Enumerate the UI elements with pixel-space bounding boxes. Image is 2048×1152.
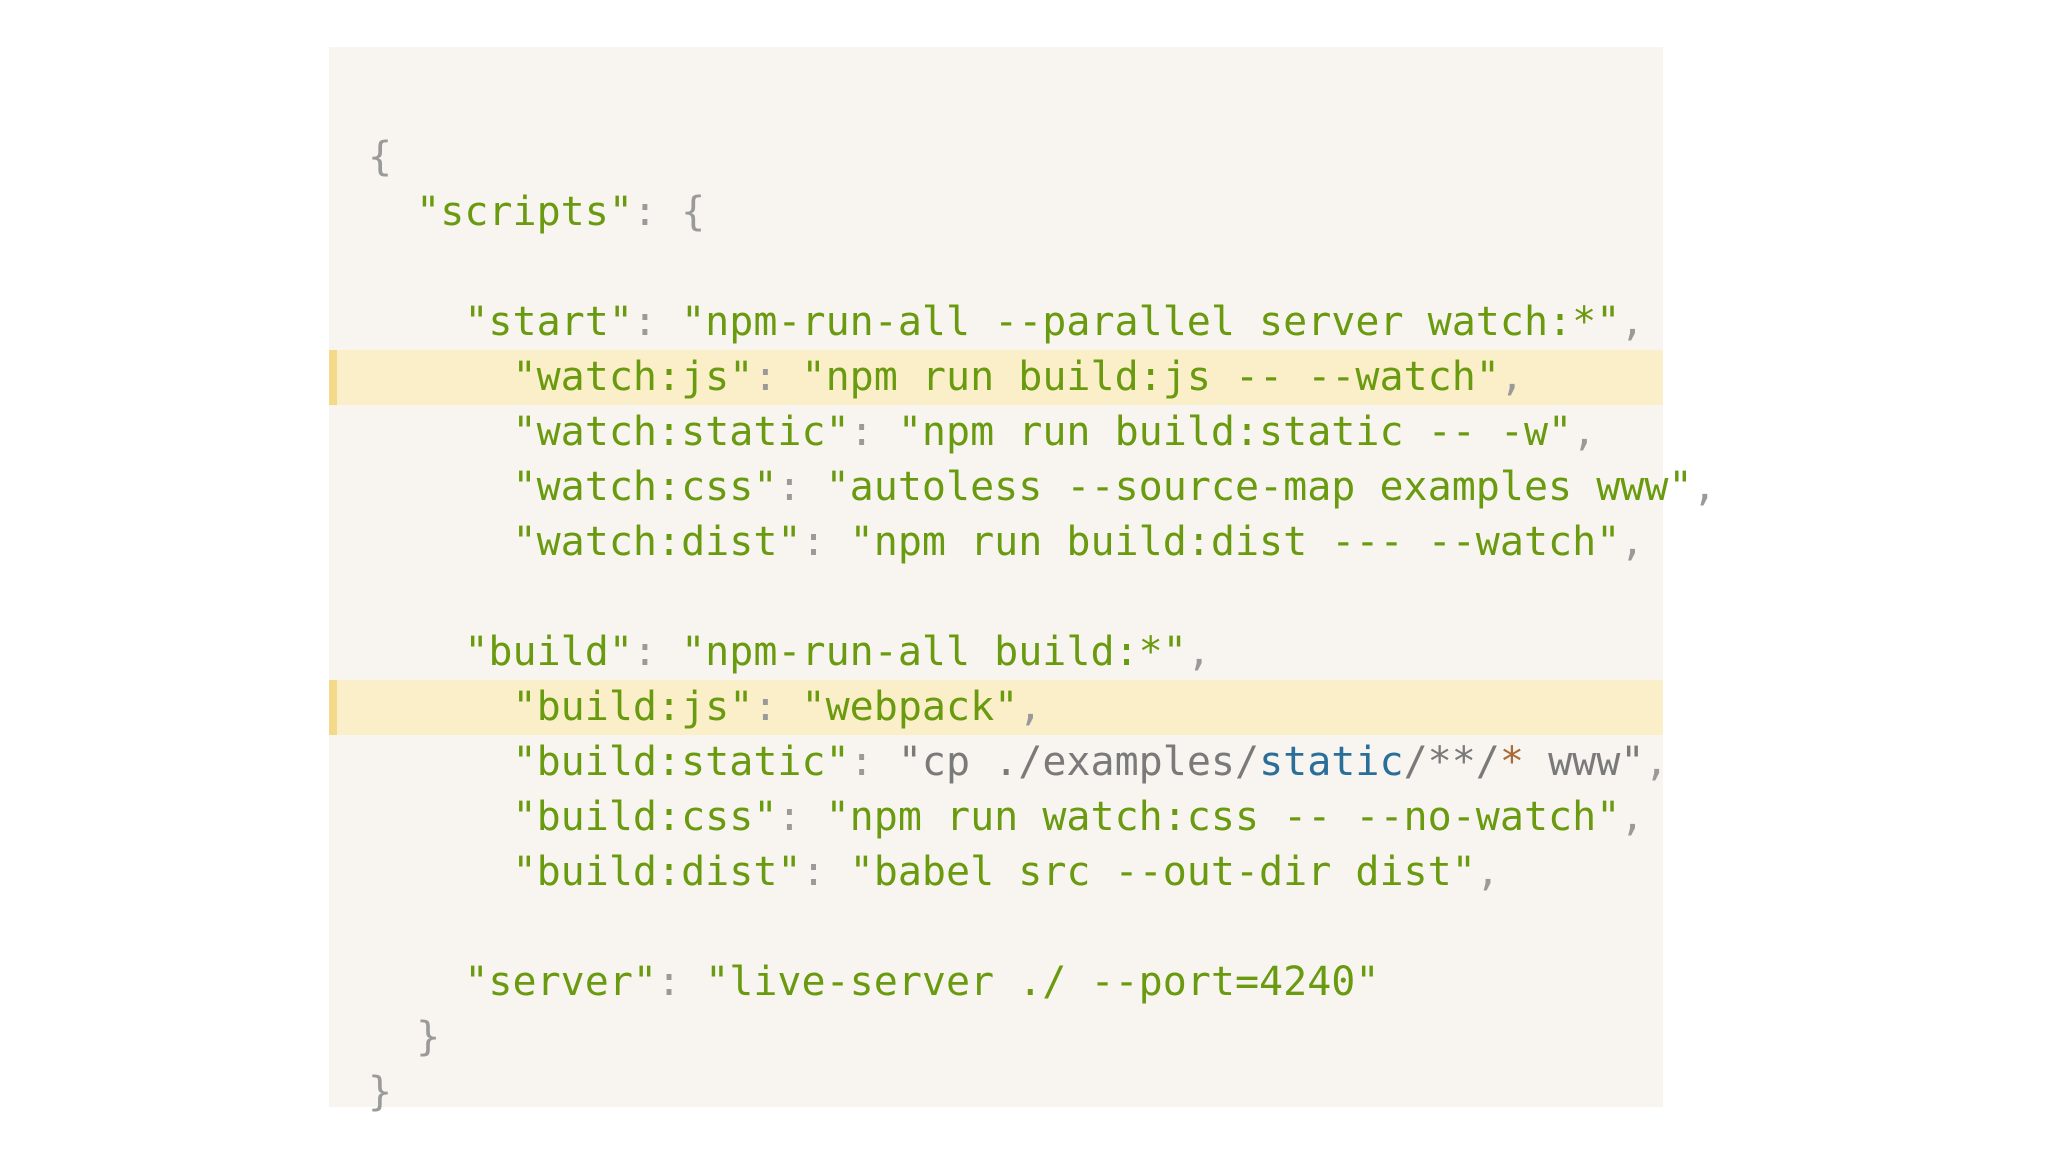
code-line-15 — [329, 900, 1663, 955]
colon: : — [753, 684, 802, 730]
comma: , — [1186, 629, 1211, 675]
colon: : — [632, 189, 682, 235]
code-line-17: } — [329, 1010, 1663, 1065]
start-key: "start" — [464, 299, 633, 345]
comma: , — [1620, 299, 1645, 345]
watch-css-value: "autoless --source-map examples www" — [825, 464, 1693, 510]
colon: : — [801, 849, 850, 895]
build-static-value-part-5: www" — [1523, 739, 1645, 785]
build-js-value: "webpack" — [801, 684, 1019, 730]
open-brace: { — [368, 134, 393, 180]
watch-dist-value: "npm run build:dist --- --watch" — [849, 519, 1621, 565]
watch-js-key: "watch:js" — [512, 354, 754, 400]
build-static-key: "build:static" — [512, 739, 850, 785]
colon: : — [656, 959, 706, 1005]
colon: : — [849, 409, 898, 455]
code-line-14: "build:dist": "babel src --out-dir dist"… — [329, 845, 1663, 900]
colon: : — [801, 519, 850, 565]
code-line-18: } — [329, 1065, 1663, 1120]
code-line-4: "start": "npm-run-all --parallel server … — [329, 295, 1663, 350]
code-line-16: "server": "live-server ./ --port=4240" — [329, 955, 1663, 1010]
watch-dist-key: "watch:dist" — [512, 519, 802, 565]
build-static-value-part-4: * — [1499, 739, 1524, 785]
watch-static-key: "watch:static" — [512, 409, 850, 455]
code-line-1: { — [329, 130, 1663, 185]
code-line-8: "watch:dist": "npm run build:dist --- --… — [329, 515, 1663, 570]
watch-css-key: "watch:css" — [512, 464, 778, 510]
build-static-value-part-2: static — [1259, 739, 1404, 785]
colon: : — [849, 739, 898, 785]
comma: , — [1620, 794, 1645, 840]
server-key: "server" — [464, 959, 657, 1005]
build-js-key: "build:js" — [512, 684, 754, 730]
server-value: "live-server ./ --port=4240" — [705, 959, 1380, 1005]
code-line-6: "watch:static": "npm run build:static --… — [329, 405, 1663, 460]
colon: : — [632, 299, 682, 345]
build-static-value-part-3: /**/ — [1403, 739, 1500, 785]
watch-js-value: "npm run build:js -- --watch" — [801, 354, 1500, 400]
comma: , — [1620, 519, 1645, 565]
close-object: } — [416, 1014, 441, 1060]
build-dist-key: "build:dist" — [512, 849, 802, 895]
comma: , — [1018, 684, 1043, 730]
build-dist-value: "babel src --out-dir dist" — [849, 849, 1476, 895]
comma: , — [1499, 354, 1524, 400]
open-object: { — [681, 189, 706, 235]
code-line-12: "build:static": "cp ./examples/static/**… — [329, 735, 1669, 790]
comma: , — [1644, 739, 1669, 785]
code-line-10: "build": "npm-run-all build:*", — [329, 625, 1663, 680]
watch-static-value: "npm run build:static -- -w" — [897, 409, 1573, 455]
comma: , — [1572, 409, 1597, 455]
code-line-3 — [329, 240, 1663, 295]
comma: , — [1692, 464, 1717, 510]
code-line-5-highlighted: "watch:js": "npm run build:js -- --watch… — [329, 350, 1663, 405]
colon: : — [777, 464, 826, 510]
comma: , — [1475, 849, 1500, 895]
build-static-value-part-1: "cp ./examples/ — [897, 739, 1260, 785]
close-brace: } — [368, 1069, 393, 1115]
scripts-key: "scripts" — [416, 189, 633, 235]
colon: : — [753, 354, 802, 400]
code-line-2: "scripts": { — [329, 185, 1663, 240]
build-key: "build" — [464, 629, 633, 675]
code-line-7: "watch:css": "autoless --source-map exam… — [329, 460, 1717, 515]
code-line-9 — [329, 570, 1663, 625]
build-value: "npm-run-all build:*" — [681, 629, 1187, 675]
build-css-value: "npm run watch:css -- --no-watch" — [825, 794, 1621, 840]
code-block: { "scripts": { "start": "npm-run-all --p… — [329, 47, 1717, 1115]
code-line-13: "build:css": "npm run watch:css -- --no-… — [329, 790, 1663, 845]
colon: : — [777, 794, 826, 840]
code-lines: { "scripts": { "start": "npm-run-all --p… — [329, 130, 1717, 1120]
colon: : — [632, 629, 682, 675]
code-line-11-highlighted: "build:js": "webpack", — [329, 680, 1663, 735]
start-value: "npm-run-all --parallel server watch:*" — [681, 299, 1621, 345]
build-css-key: "build:css" — [512, 794, 778, 840]
